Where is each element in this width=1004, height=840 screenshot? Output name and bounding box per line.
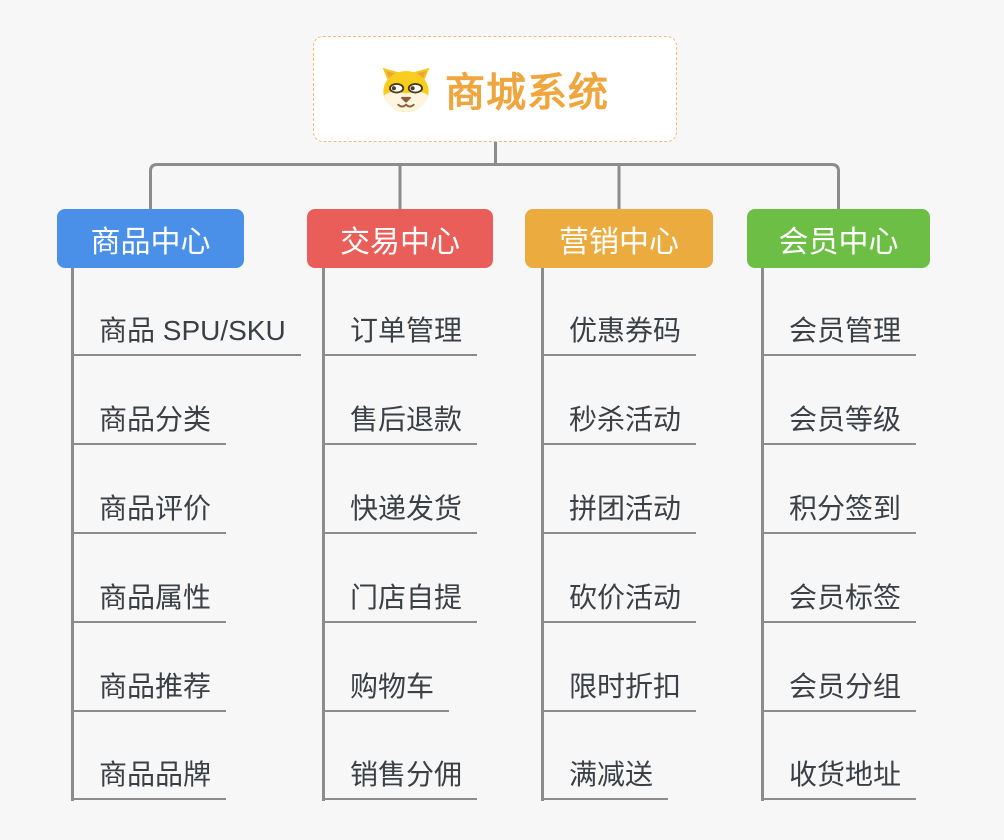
root-node[interactable]: 商城系统 <box>313 36 677 142</box>
node-item[interactable]: 满减送 <box>541 758 669 800</box>
node-item[interactable]: 收货地址 <box>761 758 917 800</box>
node-item[interactable]: 销售分佣 <box>322 758 478 800</box>
node-item[interactable]: 售后退款 <box>322 403 478 445</box>
node-item[interactable]: 砍价活动 <box>541 581 697 623</box>
node-item[interactable]: 订单管理 <box>322 314 478 356</box>
root-title: 商城系统 <box>445 71 609 115</box>
node-item[interactable]: 购物车 <box>322 670 450 712</box>
node-item[interactable]: 商品品牌 <box>71 758 227 800</box>
node-item[interactable]: 限时折扣 <box>541 670 697 712</box>
node-item[interactable]: 快递发货 <box>322 492 478 534</box>
node-item[interactable]: 积分签到 <box>761 492 917 534</box>
node-item[interactable]: 秒杀活动 <box>541 403 697 445</box>
dog-face-icon <box>381 65 431 113</box>
node-item[interactable]: 商品推荐 <box>71 670 227 712</box>
node-item[interactable]: 门店自提 <box>322 581 478 623</box>
node-item[interactable]: 会员等级 <box>761 403 917 445</box>
branch-header-product-center[interactable]: 商品中心 <box>57 209 244 268</box>
node-item[interactable]: 拼团活动 <box>541 492 697 534</box>
branch-header-trade-center[interactable]: 交易中心 <box>307 209 493 268</box>
node-item[interactable]: 会员管理 <box>761 314 917 356</box>
node-item[interactable]: 会员标签 <box>761 581 917 623</box>
node-item[interactable]: 优惠券码 <box>541 314 697 356</box>
branch-header-member-center[interactable]: 会员中心 <box>747 209 930 268</box>
node-item[interactable]: 商品属性 <box>71 581 227 623</box>
node-item[interactable]: 商品 SPU/SKU <box>71 314 301 356</box>
node-item[interactable]: 会员分组 <box>761 670 917 712</box>
branch-header-marketing-center[interactable]: 营销中心 <box>525 209 713 268</box>
node-item[interactable]: 商品评价 <box>71 492 227 534</box>
node-item[interactable]: 商品分类 <box>71 403 227 445</box>
